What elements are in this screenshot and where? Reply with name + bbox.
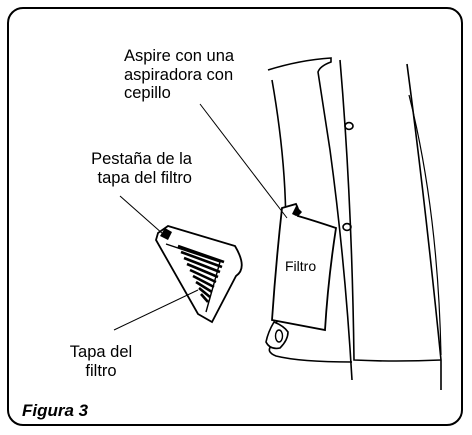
filter-lower-clip <box>265 321 289 350</box>
filter-housing-inner <box>292 206 302 216</box>
figure-caption: Figura 3 <box>22 401 89 420</box>
callout-filter-tab-line-1: Pestaña de la <box>91 150 192 168</box>
appliance-inner-curve <box>339 59 442 362</box>
callout-filter-tab-line-2: tapa del filtro <box>97 168 192 187</box>
leader-cover <box>113 289 199 331</box>
leader-tab <box>119 195 164 235</box>
appliance-rear-edge <box>406 63 442 390</box>
appliance-back-curve <box>408 94 442 356</box>
callout-filter-cover: Tapa del filtro <box>41 343 161 380</box>
bolt-lower <box>342 222 352 232</box>
callout-vacuum: Aspire con una aspiradora con cepillo <box>124 47 234 103</box>
appliance-body-outline <box>267 57 353 381</box>
callout-filter-tab: Pestaña de la tapa del filtro <box>30 150 192 187</box>
callout-vacuum-line-1: Aspire con una <box>124 47 235 65</box>
callout-filter-cover-line-1: Tapa del <box>69 343 133 361</box>
leader-vacuum <box>199 103 288 219</box>
filter-label: Filtro <box>285 258 317 274</box>
filter-latch <box>274 329 284 343</box>
figure-frame <box>7 7 463 426</box>
callout-vacuum-line-3: cepillo <box>124 84 171 102</box>
filter-cover-grille <box>155 225 243 324</box>
callout-filter-cover-line-2: filtro <box>85 361 117 380</box>
bolt-upper <box>344 121 354 131</box>
callout-vacuum-line-2: aspiradora con <box>124 65 234 84</box>
